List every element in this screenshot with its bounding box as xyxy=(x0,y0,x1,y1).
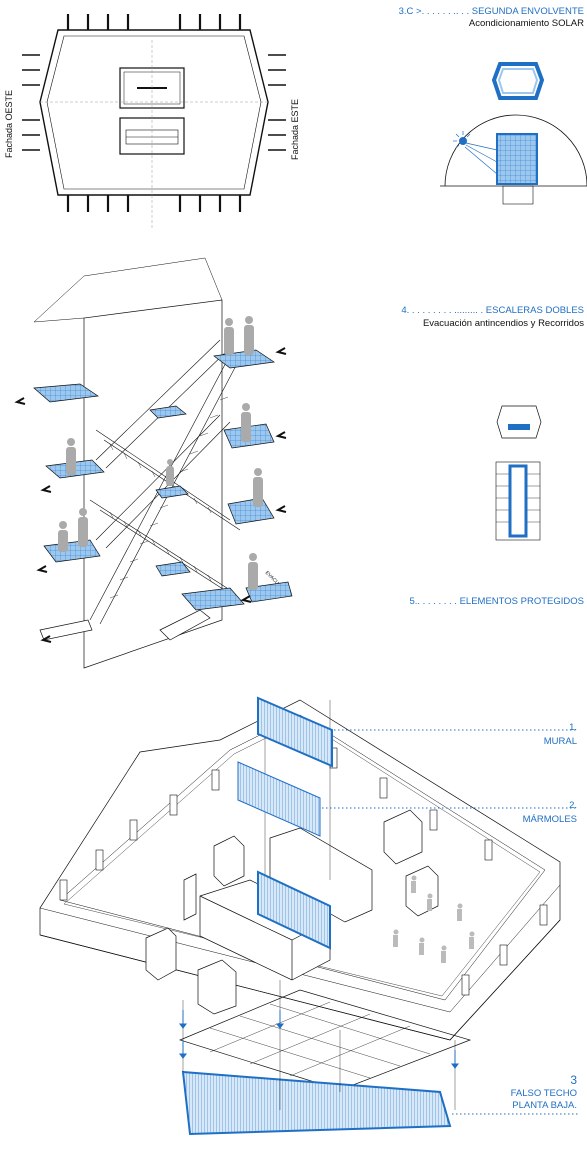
floor-plan xyxy=(22,14,286,230)
down-arrows xyxy=(179,1010,459,1069)
sun-icon xyxy=(459,137,467,145)
marmoles-label: MÁRMOLES xyxy=(522,814,577,825)
furniture-people xyxy=(393,875,475,963)
stairs-icons xyxy=(495,405,542,541)
mural-number: 1. xyxy=(569,722,577,733)
marmoles-number: 2. xyxy=(569,800,577,811)
solar-envelope-icons xyxy=(440,62,587,205)
leader-lines xyxy=(322,729,578,1115)
section-4-title: 4. . . . . . . . . ......... . ESCALERAS… xyxy=(401,305,584,316)
section-3c-subtitle: Acondicionamiento SOLAR xyxy=(468,18,584,29)
section-4-subtitle: Evacuación antincendios y Recorridos xyxy=(422,318,584,329)
section-5-title: 5.. . . . . . . . ELEMENTOS PROTEGIDOS xyxy=(409,596,584,607)
people-silhouettes xyxy=(58,316,263,590)
falso-techo-label: FALSO TECHO xyxy=(510,1088,577,1099)
arrow-markers xyxy=(14,347,287,643)
falso-techo-label-2: PLANTA BAJA. xyxy=(512,1100,577,1111)
protected-elements-highlight xyxy=(237,696,333,950)
section-3c-title: 3.C >. . . . . . .. . . SEGUNDA ENVOLVEN… xyxy=(398,6,584,17)
mural-label: MURAL xyxy=(543,736,577,747)
falso-techo-number: 3 xyxy=(570,1073,577,1087)
